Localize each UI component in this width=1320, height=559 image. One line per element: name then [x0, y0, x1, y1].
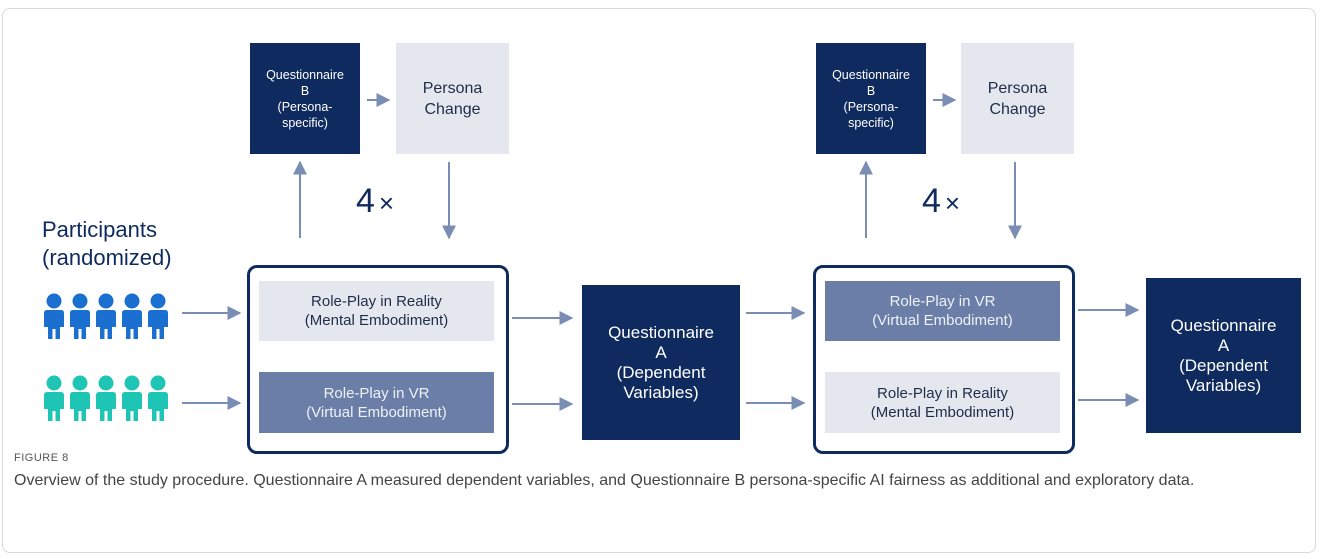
role-line: (Virtual Embodiment)	[872, 312, 1013, 329]
questionnaire-b-right: Questionnaire B (Persona- specific)	[816, 43, 926, 154]
role-play-top-right: Role-Play in VR (Virtual Embodiment)	[825, 281, 1060, 341]
qb-line: B	[866, 83, 876, 98]
role-line: Role-Play in VR	[889, 293, 996, 310]
questionnaire-a-left: Questionnaire A (Dependent Variables)	[582, 285, 740, 440]
qb-line: (Persona-	[843, 99, 899, 114]
figure-caption: Overview of the study procedure. Questio…	[14, 472, 1195, 489]
repeat-number: 4	[356, 182, 375, 220]
role-line: (Mental Embodiment)	[304, 312, 449, 329]
role-line: (Mental Embodiment)	[870, 403, 1015, 421]
qb-line: specific)	[848, 115, 894, 130]
qa-line: (Dependent	[616, 362, 706, 382]
persona-line: Change	[424, 101, 481, 118]
role-line: Role-Play in Reality	[877, 384, 1008, 402]
participants-title: Participants	[42, 217, 157, 242]
questionnaire-b-left: Questionnaire B (Persona- specific)	[250, 43, 360, 154]
repeat-count-left: 4×	[356, 184, 394, 220]
role-play-bottom-right: Role-Play in Reality (Mental Embodiment)	[825, 372, 1060, 433]
qb-line: Questionnaire	[832, 67, 910, 82]
role-line: Role-Play in VR	[323, 384, 430, 402]
persona-line: Persona	[422, 80, 483, 97]
qa-line: Variables)	[1185, 375, 1262, 395]
role-play-top-left: Role-Play in Reality (Mental Embodiment)	[259, 281, 494, 341]
group-a-people-icon	[44, 293, 168, 339]
role-play-bottom-left: Role-Play in VR (Virtual Embodiment)	[259, 372, 494, 433]
persona-change-left: Persona Change	[396, 43, 509, 154]
persona-line: Change	[989, 101, 1046, 118]
qb-line: (Persona-	[277, 99, 333, 114]
qb-line: B	[300, 83, 310, 98]
repeat-number: 4	[922, 182, 941, 220]
figure-frame	[2, 8, 1316, 553]
qa-line: (Dependent	[1179, 355, 1268, 375]
persona-change-right: Persona Change	[961, 43, 1074, 154]
participants-label: Participants (randomized)	[42, 216, 172, 272]
figure-label: FIGURE 8	[14, 452, 69, 464]
qb-line: specific)	[282, 115, 328, 130]
questionnaire-a-right: Questionnaire A (Dependent Variables)	[1146, 278, 1301, 433]
multiply-sign: ×	[944, 188, 961, 218]
qa-line: A	[655, 342, 667, 362]
qa-line: Variables)	[623, 382, 699, 402]
participants-subtitle: (randomized)	[42, 245, 172, 270]
qa-line: Questionnaire	[608, 322, 714, 342]
multiply-sign: ×	[378, 188, 395, 218]
group-b-people-icon	[44, 375, 168, 421]
persona-line: Persona	[987, 80, 1048, 97]
role-line: (Virtual Embodiment)	[306, 403, 447, 421]
role-line: Role-Play in Reality	[311, 293, 442, 310]
qa-line: A	[1217, 335, 1230, 355]
repeat-count-right: 4×	[922, 184, 960, 220]
qa-line: Questionnaire	[1170, 315, 1277, 335]
qb-line: Questionnaire	[266, 67, 344, 82]
